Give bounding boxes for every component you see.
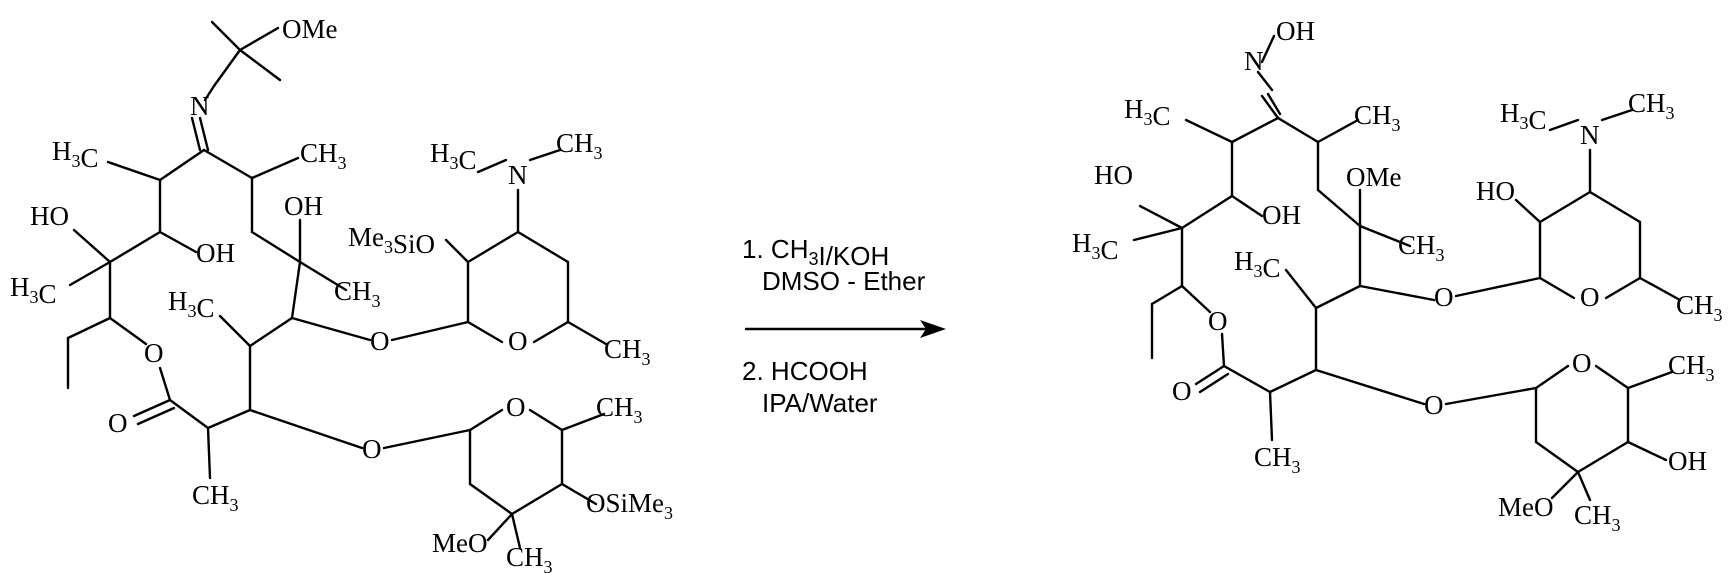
- product-bonds: [1132, 34, 1682, 502]
- p-oh-mid-label: OH: [1262, 200, 1301, 230]
- r-sugar1-ring-o-label: O: [508, 326, 528, 356]
- p-sugar2-ring-o-label: O: [1572, 348, 1592, 378]
- product-structure: OH N H3C CH3 HO OH H3C OMe CH3 H3C O O C…: [1072, 16, 1723, 535]
- r-nme2-right-label: CH3: [556, 128, 603, 163]
- r-ch3-right-label: CH3: [300, 138, 347, 173]
- r-osime3-label: OSiMe3: [586, 488, 673, 523]
- r-h3c-tert-label: H3C: [10, 272, 57, 309]
- r-carbonyl-o-label: O: [108, 408, 128, 438]
- p-oxime-n-label: N: [1244, 46, 1264, 76]
- r-sugar2-ch3-label: CH3: [596, 392, 643, 427]
- r-meo-label: MeO: [432, 528, 488, 558]
- r-sugar2-ring-o-label: O: [506, 392, 526, 422]
- p-h3c-c4-label: H3C: [1234, 246, 1281, 283]
- reactant-bonds: [66, 20, 608, 550]
- condition-step2: 2. HCOOH: [742, 356, 868, 386]
- r-ring-o-label: O: [144, 338, 164, 368]
- p-sugar1-link-o-label: O: [1434, 282, 1454, 312]
- p-sugar1-ch3-label: CH3: [1676, 290, 1723, 325]
- condition-step1: 1. CH3I/KOH: [742, 234, 889, 271]
- p-ch3-c6-label: CH3: [1398, 230, 1445, 265]
- p-sugar1-ring-o-label: O: [1580, 282, 1600, 312]
- p-meo-label: MeO: [1498, 492, 1554, 522]
- r-imine-n-label: N: [190, 91, 210, 121]
- r-sugar1-link-o-label: O: [370, 326, 390, 356]
- r-nme2-left-label: H3C: [430, 138, 477, 175]
- p-ome-label: OMe: [1346, 162, 1402, 192]
- r-oh-mid-label: OH: [196, 238, 235, 268]
- p-sugar2-oh-label: OH: [1668, 446, 1707, 476]
- condition-step2b: IPA/Water: [762, 388, 878, 418]
- condition-step1b: DMSO - Ether: [762, 266, 926, 296]
- p-sugar2-ch3-label: CH3: [1668, 350, 1715, 385]
- r-sugar2-ch3b-label: CH3: [506, 542, 553, 573]
- r-ch3-c6-label: CH3: [334, 276, 381, 311]
- r-oh-right-label: OH: [284, 191, 323, 221]
- p-nme2-n-label: N: [1580, 120, 1600, 150]
- r-h3c-left-label: H3C: [52, 136, 99, 173]
- r-sugar1-ch3-label: CH3: [604, 334, 651, 369]
- p-carbonyl-o-label: O: [1172, 376, 1192, 406]
- r-h3c-c4-label: H3C: [168, 286, 215, 323]
- r-tms-label: Me3SiO: [348, 222, 435, 259]
- r-ho-left-label: HO: [30, 201, 69, 231]
- p-sugar2-ch3b-label: CH3: [1574, 500, 1621, 535]
- r-nme2-n-label: N: [508, 160, 528, 190]
- p-ch3-bottom-label: CH3: [1254, 442, 1301, 477]
- p-sugar1-ho-label: HO: [1476, 176, 1515, 206]
- p-sugar2-link-o-label: O: [1424, 390, 1444, 420]
- reaction-conditions: 1. CH3I/KOH DMSO - Ether 2. HCOOH IPA/Wa…: [742, 234, 926, 418]
- p-ch3-right-label: CH3: [1354, 100, 1401, 135]
- p-oxime-oh-label: OH: [1276, 16, 1315, 46]
- r-ch3-bottom-label: CH3: [192, 480, 239, 515]
- reactant-labels: OMe N H3C CH3 HO OH OH H3C CH3 H3C O O C…: [10, 14, 673, 573]
- p-h3c-left-label: H3C: [1124, 94, 1171, 131]
- p-nme2-right-label: CH3: [1628, 88, 1675, 123]
- p-nme2-left-label: H3C: [1500, 98, 1547, 135]
- reaction-arrow: [744, 320, 946, 338]
- product-labels: OH N H3C CH3 HO OH H3C OMe CH3 H3C O O C…: [1072, 16, 1723, 535]
- p-ring-o-label: O: [1208, 306, 1228, 336]
- r-ome-label: OMe: [282, 14, 338, 44]
- p-h3c-tert-label: H3C: [1072, 228, 1119, 265]
- r-sugar2-link-o-label: O: [362, 434, 382, 464]
- reactant-structure: OMe N H3C CH3 HO OH OH H3C CH3 H3C O O C…: [10, 14, 673, 573]
- p-ho-left-label: HO: [1094, 160, 1133, 190]
